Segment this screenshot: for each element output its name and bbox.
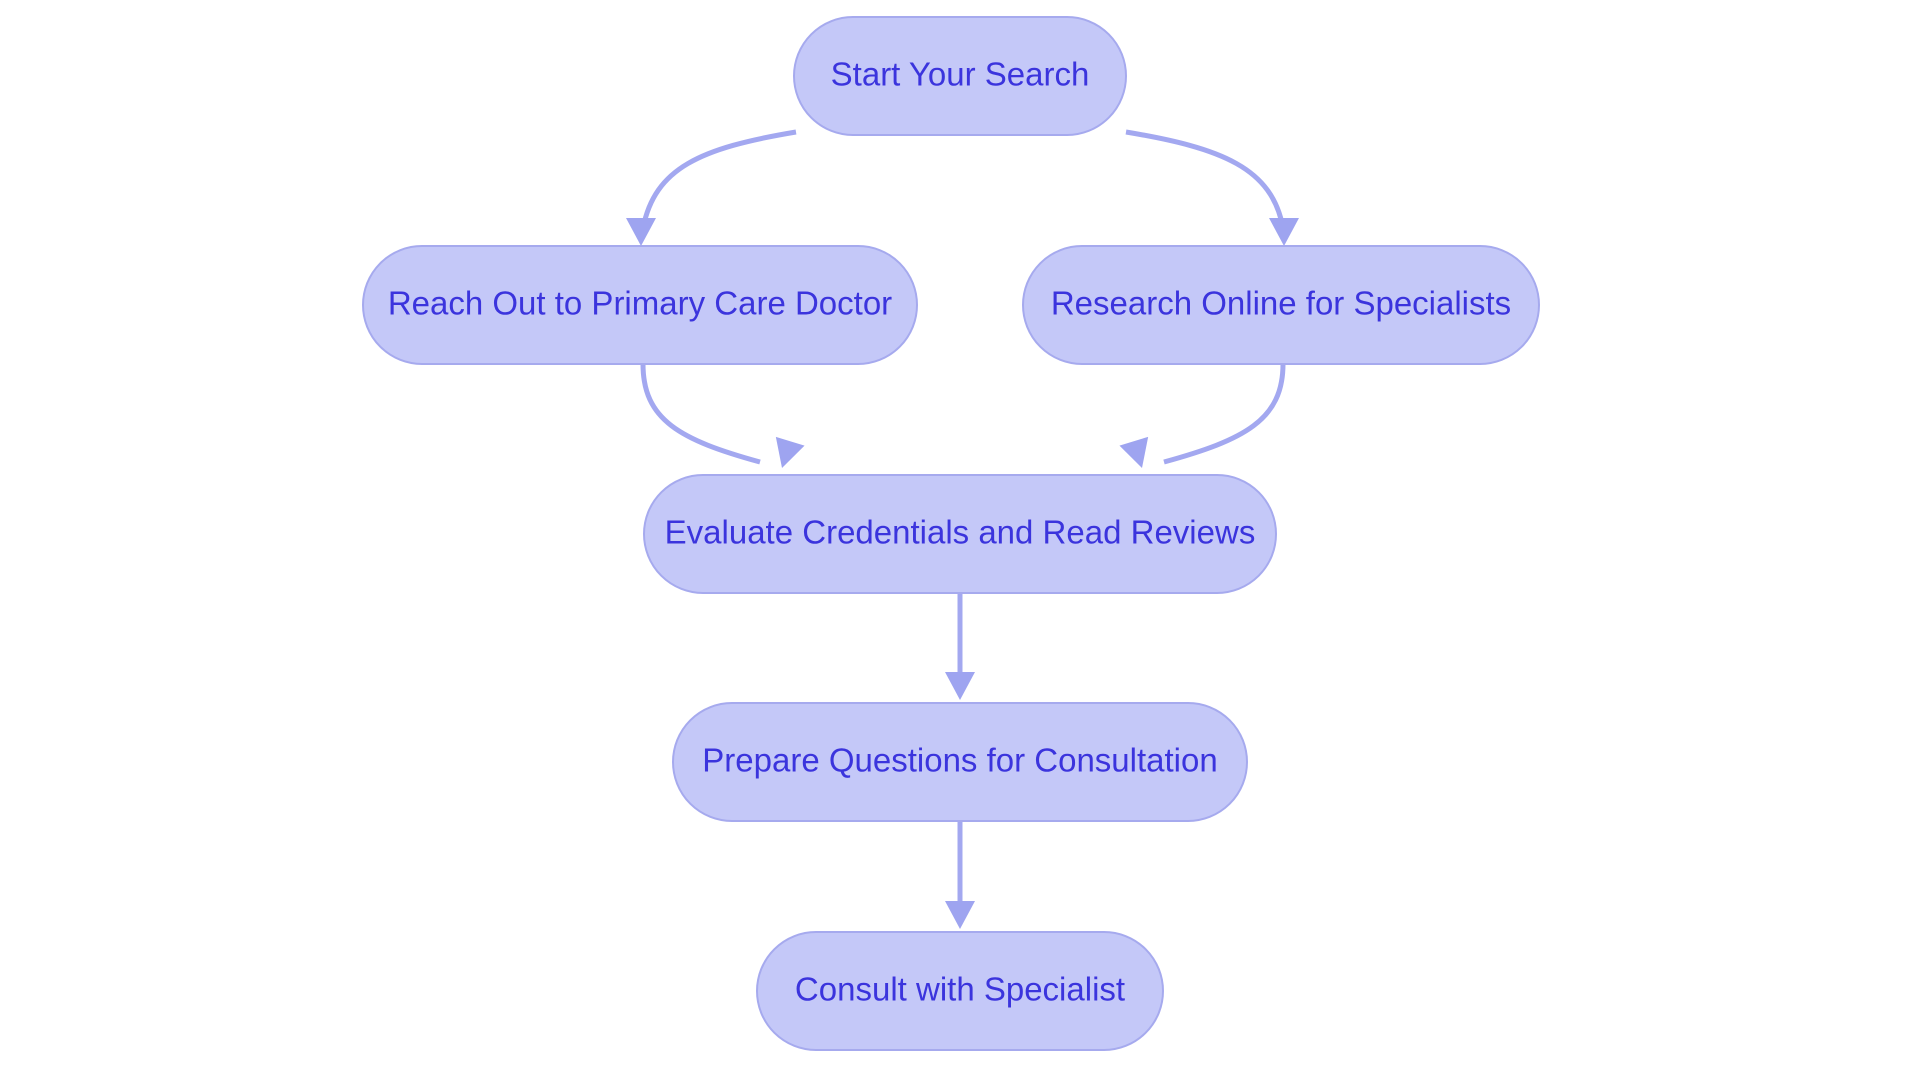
node-shape (1022, 245, 1540, 365)
arrowhead-icon (626, 218, 656, 246)
edge-start-primary (626, 129, 797, 246)
arrowhead-icon (945, 672, 975, 700)
edge-line (1125, 129, 1286, 229)
node-shape (793, 16, 1127, 136)
arrowhead-icon (775, 436, 805, 468)
arrowhead-icon (1119, 436, 1149, 468)
node-label: Reach Out to Primary Care Doctor (388, 285, 892, 322)
node-research-online[interactable]: Research Online for Specialists (1022, 245, 1540, 365)
node-label: Evaluate Credentials and Read Reviews (665, 514, 1256, 551)
arrowhead-icon (1269, 218, 1299, 246)
edge-research-evaluate (1119, 363, 1286, 468)
edge-line (640, 129, 797, 229)
edge-evaluate-prepare (945, 593, 975, 700)
node-shape (756, 931, 1164, 1051)
node-shape (643, 474, 1277, 594)
arrowhead-icon (945, 901, 975, 929)
edge-start-research (1125, 129, 1299, 246)
edge-primary-evaluate (640, 363, 805, 468)
node-evaluate[interactable]: Evaluate Credentials and Read Reviews (643, 474, 1277, 594)
node-label: Start Your Search (831, 56, 1090, 93)
edge-prepare-consult (945, 821, 975, 929)
node-label: Prepare Questions for Consultation (702, 742, 1217, 779)
edge-line (640, 363, 761, 465)
node-primary-care[interactable]: Reach Out to Primary Care Doctor (362, 245, 918, 365)
node-shape (672, 702, 1248, 822)
edge-layer (626, 129, 1299, 929)
node-consult[interactable]: Consult with Specialist (756, 931, 1164, 1051)
node-label: Consult with Specialist (795, 971, 1125, 1008)
node-prepare[interactable]: Prepare Questions for Consultation (672, 702, 1248, 822)
edge-line (1163, 363, 1286, 465)
node-start[interactable]: Start Your Search (793, 16, 1127, 136)
node-label: Research Online for Specialists (1051, 285, 1511, 322)
node-shape (362, 245, 918, 365)
